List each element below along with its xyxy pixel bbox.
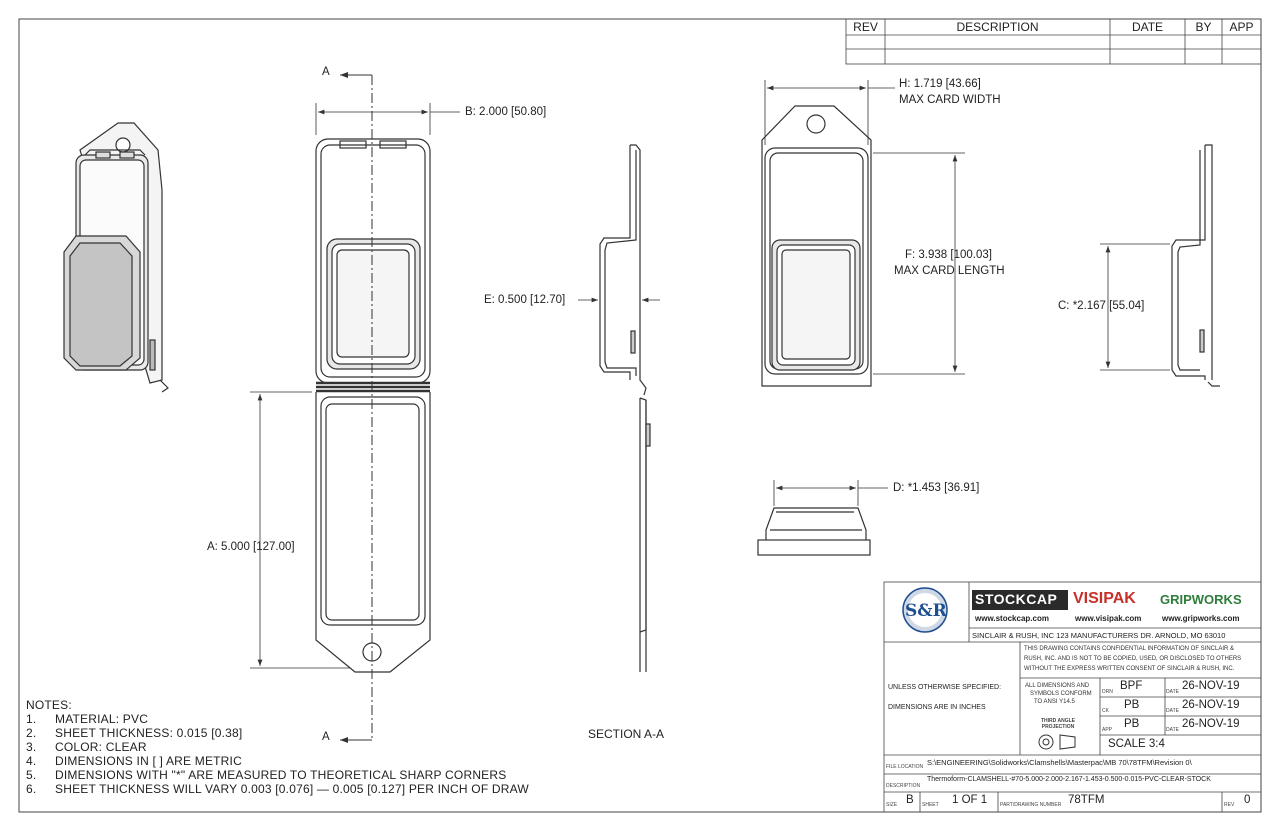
note-text: DIMENSIONS WITH "*" ARE MEASURED TO THEO… bbox=[55, 768, 507, 782]
part-number-label: PART/DRAWING NUMBER bbox=[1000, 802, 1062, 808]
part-number: 78TFM bbox=[1068, 794, 1105, 806]
size-value: B bbox=[906, 794, 914, 806]
note-text: COLOR: CLEAR bbox=[55, 740, 147, 754]
date-chk: 26-NOV-19 bbox=[1182, 699, 1240, 711]
date-header: DATE bbox=[1131, 20, 1164, 34]
company-address: SINCLAIR & RUSH, INC 123 MANUFACTURERS D… bbox=[972, 631, 1226, 640]
card-view bbox=[761, 105, 872, 387]
ansi-line-3: TO ANSI Y14.5 bbox=[1034, 699, 1075, 705]
confidential-line-2: RUSH, INC. AND IS NOT TO BE COPIED, USED… bbox=[1024, 656, 1242, 662]
rev-value: 0 bbox=[1244, 794, 1251, 806]
sr-logo-text: S&R bbox=[905, 601, 947, 621]
side-view bbox=[1171, 144, 1220, 387]
by-header: BY bbox=[1195, 20, 1212, 34]
app-label: APP bbox=[1102, 727, 1113, 733]
section-view bbox=[599, 144, 651, 672]
description-header: DESCRIPTION bbox=[956, 20, 1039, 34]
note-item: 6. SHEET THICKNESS WILL VARY 0.003 [0.076… bbox=[26, 782, 529, 796]
section-label: SECTION A-A bbox=[588, 727, 665, 741]
sheet-label: SHEET bbox=[922, 802, 939, 808]
visipak-brand: VISIPAK bbox=[1073, 590, 1136, 607]
section-line bbox=[340, 72, 373, 743]
dimension-d-lines bbox=[773, 480, 888, 506]
app-header: APP bbox=[1229, 20, 1254, 34]
sheet-border bbox=[18, 18, 1262, 813]
section-marker-bottom: A bbox=[322, 731, 330, 743]
dimension-c-lines bbox=[1100, 243, 1170, 371]
date-app: 26-NOV-19 bbox=[1182, 718, 1240, 730]
note-item: 3. COLOR: CLEAR bbox=[26, 740, 529, 754]
date-label-app: DATE bbox=[1166, 727, 1179, 733]
note-number: 1. bbox=[26, 712, 37, 726]
gripworks-brand: GRIPWORKS bbox=[1160, 592, 1242, 607]
description-label: DESCRIPTION bbox=[886, 783, 921, 789]
sheet-value: 1 OF 1 bbox=[952, 794, 988, 806]
dimension-f: F: 3.938 [100.03] bbox=[905, 249, 992, 261]
isometric-view bbox=[63, 122, 169, 393]
dimension-a-lines bbox=[250, 391, 350, 669]
date-label-chk: DATE bbox=[1166, 708, 1179, 714]
note-text: SHEET THICKNESS WILL VARY 0.003 [0.076] … bbox=[55, 782, 529, 796]
dimension-e: E: 0.500 [12.70] bbox=[484, 294, 566, 306]
chk-label: CK bbox=[1102, 708, 1109, 714]
app-value: PB bbox=[1124, 718, 1140, 730]
drn-label: DRN bbox=[1102, 689, 1113, 695]
unless-specified: UNLESS OTHERWISE SPECIFIED: bbox=[888, 684, 1002, 691]
third-angle-label: THIRD ANGLE PROJECTION bbox=[1041, 718, 1075, 730]
file-location-label: FILE LOCATION bbox=[886, 764, 924, 770]
ansi-line-1: ALL DIMENSIONS AND bbox=[1025, 683, 1090, 689]
stockcap-url: www.stockcap.com bbox=[975, 614, 1049, 623]
dimension-a: A: 5.000 [127.00] bbox=[207, 541, 295, 553]
dimension-h: H: 1.719 [43.66] bbox=[899, 78, 981, 90]
note-item: 5. DIMENSIONS WITH "*" ARE MEASURED TO TH… bbox=[26, 768, 529, 782]
confidential-line-1: THIS DRAWING CONTAINS CONFIDENTIAL INFOR… bbox=[1024, 646, 1235, 652]
part-description: Thermoform-CLAMSHELL-#70-5.000-2.000-2.1… bbox=[927, 776, 1211, 783]
dimension-f-lines bbox=[873, 152, 965, 375]
drn-value: BPF bbox=[1120, 680, 1143, 692]
dimension-h-lines bbox=[764, 80, 895, 145]
size-label: SIZE bbox=[886, 802, 898, 808]
rev-label: REV bbox=[1224, 802, 1235, 808]
note-number: 2. bbox=[26, 726, 37, 740]
note-number: 4. bbox=[26, 754, 37, 768]
file-location: S:\ENGINEERING\Solidworks\Clamshells\Mas… bbox=[927, 758, 1192, 767]
dimension-h-caption: MAX CARD WIDTH bbox=[899, 94, 1001, 106]
stockcap-brand: STOCKCAP bbox=[975, 591, 1058, 607]
notes-title: NOTES: bbox=[26, 698, 72, 712]
note-text: MATERIAL: PVC bbox=[55, 712, 149, 726]
stockcap-badge bbox=[972, 590, 1068, 610]
section-marker-top: A bbox=[322, 66, 330, 78]
gripworks-url: www.gripworks.com bbox=[1162, 614, 1240, 623]
note-item: 1. MATERIAL: PVC bbox=[26, 712, 529, 726]
scale: SCALE 3:4 bbox=[1108, 738, 1165, 750]
dims-in-inches: DIMENSIONS ARE IN INCHES bbox=[888, 704, 986, 711]
sr-logo bbox=[902, 587, 948, 633]
date-label-drn: DATE bbox=[1166, 689, 1179, 695]
visipak-url: www.visipak.com bbox=[1075, 614, 1142, 623]
note-number: 3. bbox=[26, 740, 37, 754]
dimension-b-lines bbox=[315, 103, 460, 135]
revision-table bbox=[845, 18, 1262, 65]
note-item: 2. SHEET THICKNESS: 0.015 [0.38] bbox=[26, 726, 529, 740]
title-block-lines bbox=[883, 581, 1262, 813]
front-view bbox=[315, 138, 431, 673]
confidential-line-3: WITHOUT THE EXPRESS WRITTEN CONSENT OF S… bbox=[1024, 666, 1235, 672]
note-number: 6. bbox=[26, 782, 37, 796]
dimension-c: C: *2.167 [55.04] bbox=[1058, 300, 1145, 312]
note-item: 4. DIMENSIONS IN [ ] ARE METRIC bbox=[26, 754, 529, 768]
note-text: SHEET THICKNESS: 0.015 [0.38] bbox=[55, 726, 243, 740]
bubble-view bbox=[757, 507, 871, 556]
date-drn: 26-NOV-19 bbox=[1182, 680, 1240, 692]
third-angle-symbol bbox=[1038, 734, 1076, 750]
note-number: 5. bbox=[26, 768, 37, 782]
notes-block: NOTES: 1. MATERIAL: PVC 2. SHEET THICKNESS:… bbox=[26, 698, 529, 796]
chk-value: PB bbox=[1124, 699, 1140, 711]
dimension-f-caption: MAX CARD LENGTH bbox=[894, 265, 1005, 277]
rev-header: REV bbox=[853, 20, 878, 34]
note-text: DIMENSIONS IN [ ] ARE METRIC bbox=[55, 754, 242, 768]
dimension-d: D: *1.453 [36.91] bbox=[893, 482, 980, 494]
ansi-line-2: SYMBOLS CONFORM bbox=[1030, 691, 1092, 697]
dimension-b: B: 2.000 [50.80] bbox=[465, 106, 547, 118]
